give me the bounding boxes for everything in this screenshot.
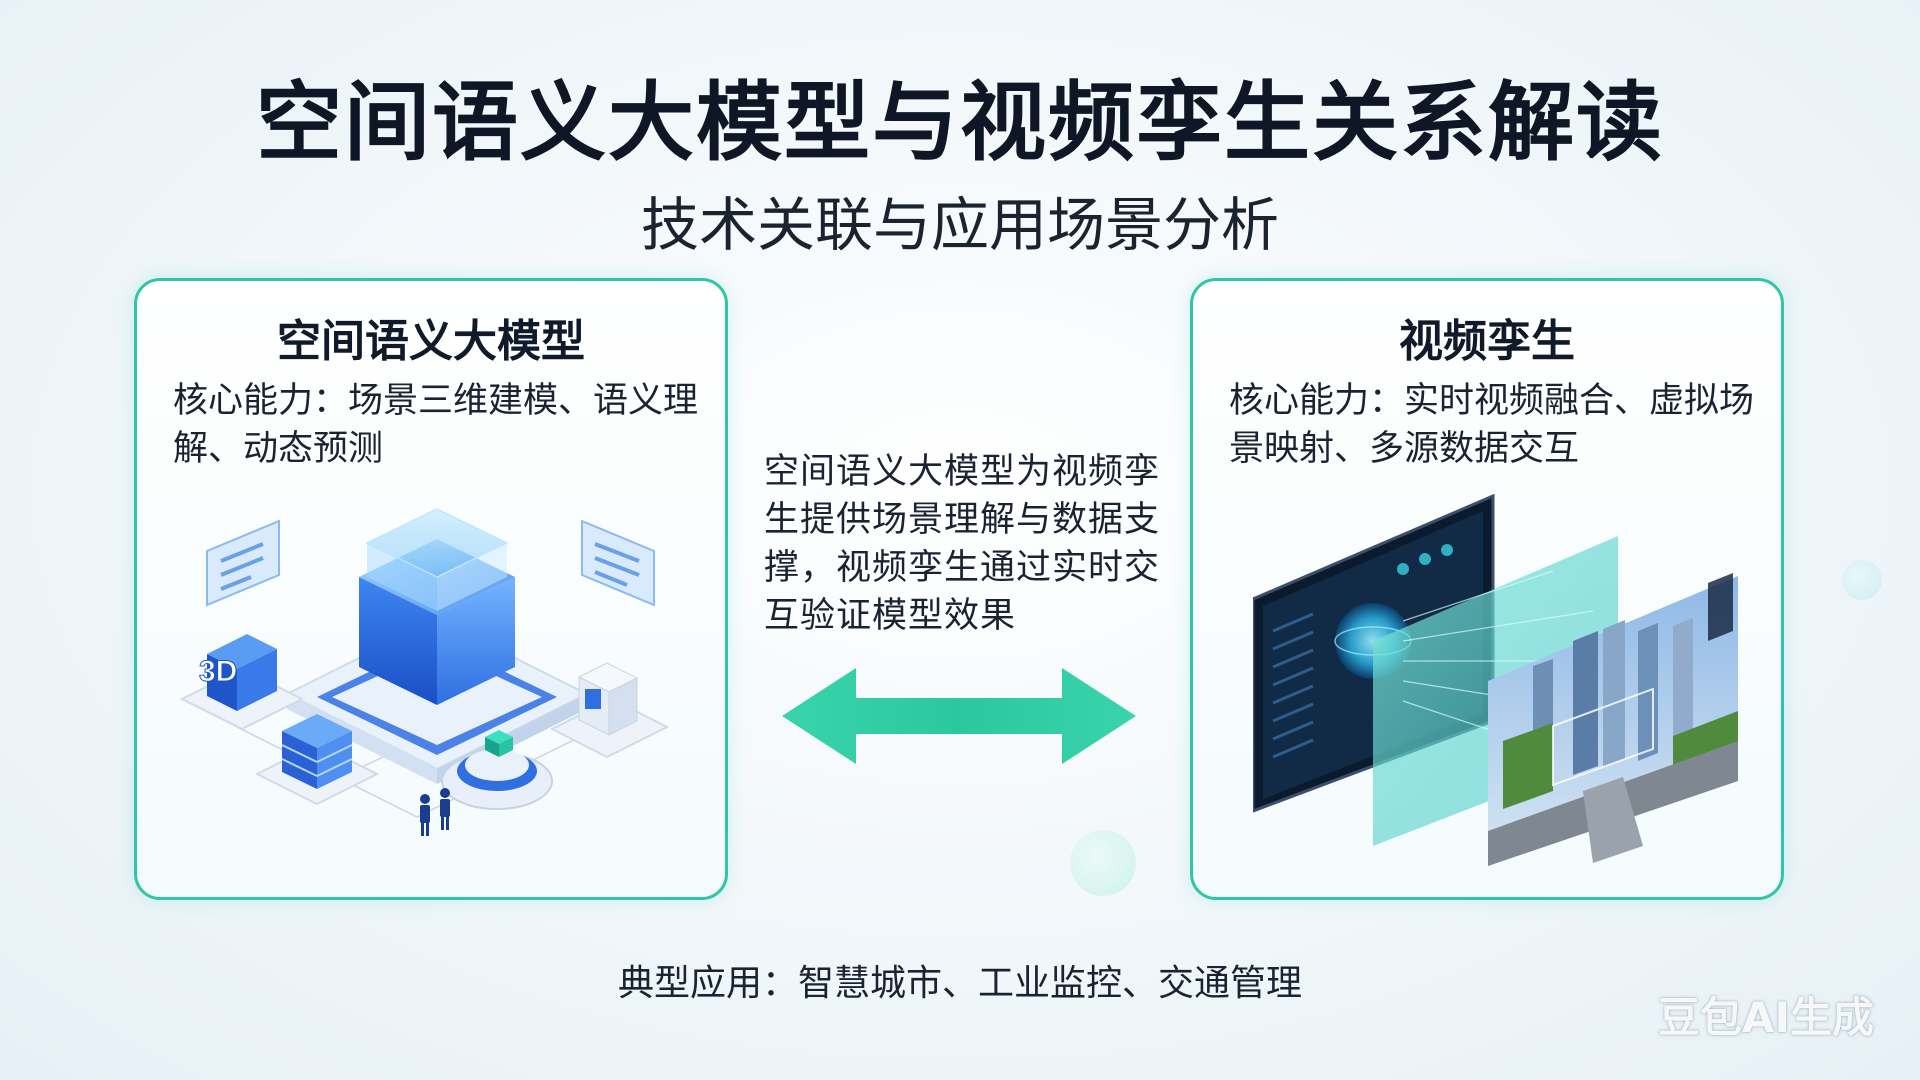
typical-applications: 典型应用：智慧城市、工业监控、交通管理 bbox=[617, 963, 1302, 1004]
spatial-model-illustration: 3D bbox=[179, 508, 670, 836]
video-twin-illustration bbox=[1253, 493, 1738, 866]
page-subtitle: 技术关联与应用场景分析 bbox=[640, 191, 1279, 259]
city-scene-image bbox=[1488, 573, 1738, 866]
video-twin-panel: 视频孪生 核心能力：实时视频融合、虚拟场景映射、多源数据交互 bbox=[1190, 278, 1784, 900]
page-title: 空间语义大模型与视频孪生关系解读 bbox=[256, 73, 1664, 173]
panel-description: 核心能力：实时视频融合、虚拟场景映射、多源数据交互 bbox=[1229, 381, 1755, 469]
bidirectional-arrow-icon bbox=[782, 668, 1136, 764]
3d-model-icon: 3D bbox=[179, 634, 305, 731]
decorative-bubble bbox=[1070, 830, 1136, 896]
relationship-description: 空间语义大模型为视频孪生提供场景理解与数据支撑，视频孪生通过实时交互验证模型效果 bbox=[764, 452, 1161, 636]
chip-device-icon bbox=[441, 730, 553, 810]
database-stack-icon bbox=[254, 714, 380, 806]
panel-description: 核心能力：场景三维建模、语义理解、动态预测 bbox=[173, 381, 699, 469]
panel-title: 空间语义大模型 bbox=[277, 316, 585, 367]
badge-3d-label: 3D bbox=[199, 655, 237, 688]
panel-title: 视频孪生 bbox=[1399, 316, 1575, 367]
chat-bubble-left-icon bbox=[206, 519, 280, 607]
chat-bubble-right-icon bbox=[581, 519, 655, 607]
server-icon bbox=[549, 662, 670, 759]
people-icon bbox=[420, 788, 450, 836]
spatial-semantic-model-panel: 空间语义大模型 核心能力：场景三维建模、语义理解、动态预测 bbox=[134, 278, 728, 900]
ai-generated-watermark: 豆包AI生成 bbox=[1657, 993, 1874, 1042]
decorative-bubble bbox=[1842, 560, 1882, 600]
